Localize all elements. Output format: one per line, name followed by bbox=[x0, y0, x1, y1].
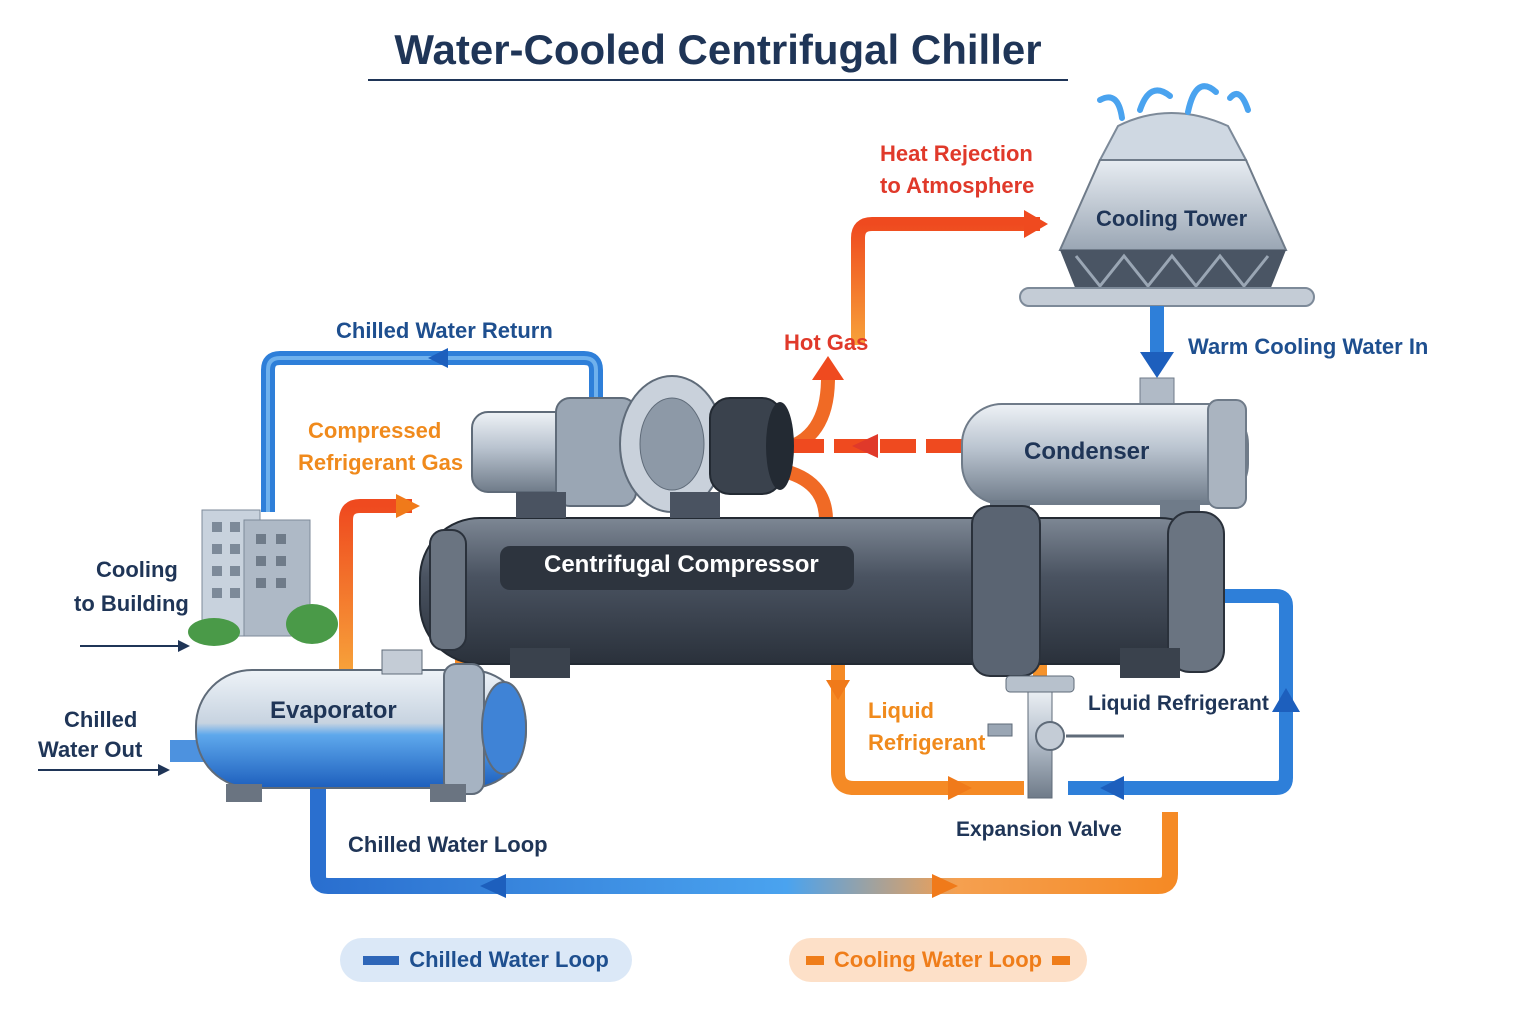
compressed-gas-arrow bbox=[396, 494, 420, 518]
legend-cooling-swatch-left bbox=[805, 955, 824, 965]
cooling-tower bbox=[1019, 83, 1315, 307]
compressed-gas-label-1: Compressed bbox=[308, 418, 442, 443]
blue-up-arrow bbox=[1272, 688, 1300, 712]
hot-gas-label: Hot Gas bbox=[784, 330, 869, 355]
page-title: Water-Cooled Centrifugal Chiller bbox=[394, 26, 1042, 73]
liquid-refrigerant-left-label-2: Refrigerant bbox=[868, 730, 986, 755]
compressor-shell bbox=[419, 505, 1225, 678]
centrifugal-compressor bbox=[471, 375, 794, 518]
cooling-tower-label: Cooling Tower bbox=[1096, 206, 1248, 231]
hot-gas-arrow bbox=[812, 356, 844, 380]
return-arrow bbox=[428, 348, 448, 368]
title-underline bbox=[368, 79, 1068, 81]
liquid-refrigerant-left-label-1: Liquid bbox=[868, 698, 934, 723]
chilled-water-return-label: Chilled Water Return bbox=[336, 318, 553, 343]
legend-chilled-swatch bbox=[363, 955, 400, 965]
legend-cooling-water: Cooling Water Loop bbox=[789, 938, 1087, 982]
heat-rejection-arrow bbox=[1024, 210, 1048, 238]
chilled-water-out-label-1: Chilled bbox=[64, 707, 138, 732]
liquid-refrigerant-right-label: Liquid Refrigerant bbox=[1088, 692, 1269, 715]
cooling-to-building-label-2: to Building bbox=[74, 591, 189, 616]
evaporator-vessel bbox=[195, 649, 527, 802]
evaporator-label: Evaporator bbox=[270, 697, 397, 724]
chilled-water-loop-label: Chilled Water Loop bbox=[348, 832, 548, 857]
condenser-label: Condenser bbox=[1024, 438, 1150, 465]
chilled-water-loop-pipe bbox=[310, 772, 1178, 894]
loop-arrow-left bbox=[480, 874, 506, 898]
expansion-valve-label: Expansion Valve bbox=[956, 818, 1122, 841]
compressed-gas-label-2: Refrigerant Gas bbox=[298, 450, 464, 475]
building bbox=[188, 509, 338, 646]
heat-rejection-pipe bbox=[851, 217, 1040, 345]
legend-cooling-swatch-right bbox=[1052, 955, 1071, 965]
blue-left-arrow bbox=[1100, 776, 1124, 800]
legend-chilled-water: Chilled Water Loop bbox=[340, 938, 632, 982]
legend-cooling-label: Cooling Water Loop bbox=[833, 947, 1043, 972]
legend-chilled-label: Chilled Water Loop bbox=[409, 947, 609, 972]
warm-cooling-water-in-label: Warm Cooling Water In bbox=[1188, 334, 1429, 359]
cooling-to-building-label-1: Cooling bbox=[96, 557, 178, 582]
heat-rejection-label-1: Heat Rejection bbox=[880, 141, 1033, 166]
loop-arrow-right bbox=[932, 874, 958, 898]
compressor-label: Centrifugal Compressor bbox=[544, 551, 819, 578]
compressed-gas-pipe bbox=[339, 499, 412, 672]
expansion-valve bbox=[987, 675, 1124, 799]
heat-rejection-label-2: to Atmosphere bbox=[880, 173, 1035, 198]
chilled-water-out-label-2: Water Out bbox=[38, 737, 143, 762]
warm-water-arrow bbox=[1140, 352, 1174, 378]
